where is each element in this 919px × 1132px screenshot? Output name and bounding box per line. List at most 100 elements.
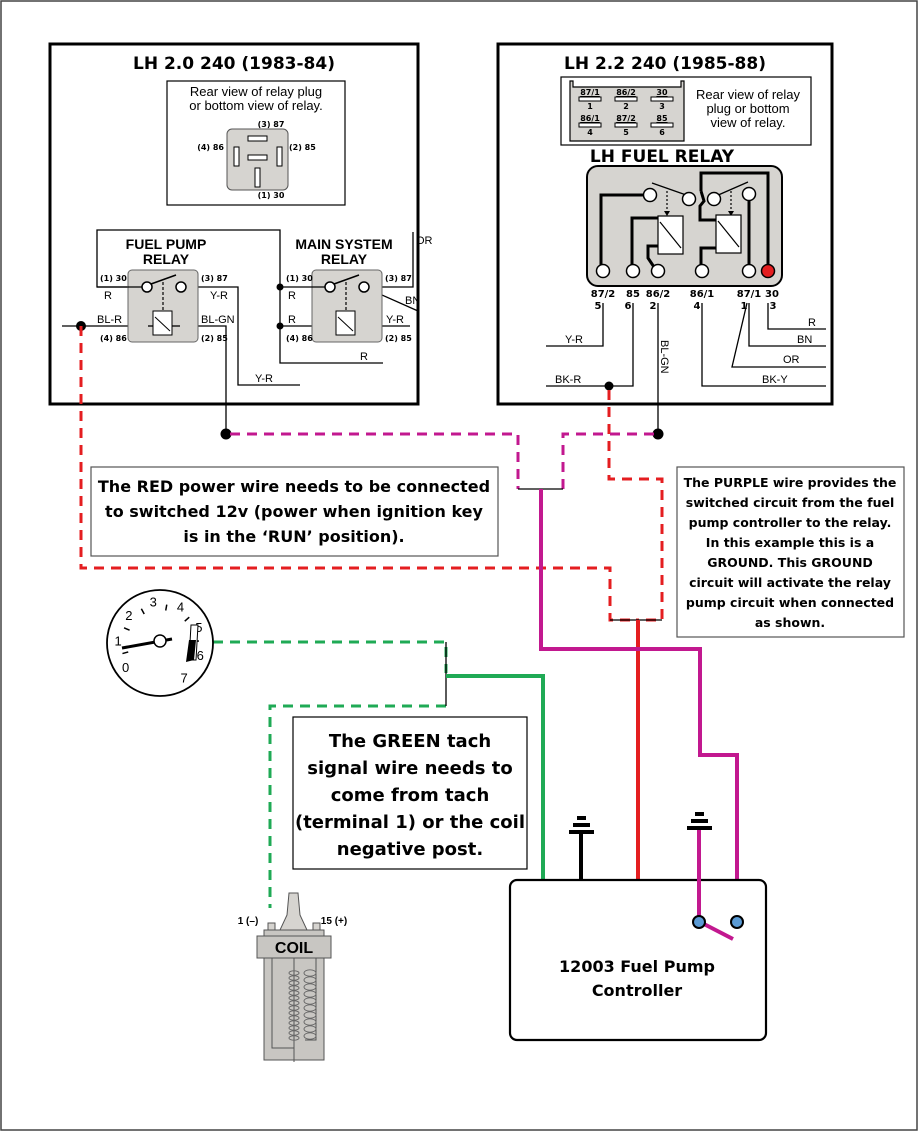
lh22-plug-pin-number: 2	[623, 102, 629, 111]
lh-fuel-relay-internal	[599, 171, 770, 271]
lh22-wire-pin3: R	[808, 317, 816, 329]
tachometer-tick	[184, 616, 190, 622]
lh22-plug-pin-name: 30	[656, 88, 668, 97]
fuel-pump-relay-wire-86: BL-R	[97, 314, 122, 326]
green-callout-line-5: negative post.	[337, 839, 483, 860]
green-callout-box	[292, 716, 528, 870]
lh-fuel-relay-terminal-name: 86/1	[690, 289, 715, 300]
lh-fuel-relay-terminal	[760, 263, 776, 279]
lh20-plug-pin-center	[247, 154, 268, 161]
coil-secondary-winding	[303, 976, 317, 984]
tachometer-tick	[122, 651, 129, 655]
lh-fuel-relay-terminal-name: 87/1	[737, 289, 762, 300]
coil-primary-winding	[288, 1020, 300, 1026]
lh-fuel-relay-title: LH FUEL RELAY	[590, 147, 735, 167]
fuel-pump-relay-wire-87: Y-R	[210, 290, 228, 302]
lh-fuel-relay-switch-2	[715, 181, 749, 197]
fuel-pump-relay-switch	[150, 274, 177, 285]
fuel-pump-relay-contact-30	[141, 281, 153, 293]
lh22-wires	[546, 302, 826, 432]
green-callout-line-3: come from tach	[331, 785, 490, 806]
coil-primary-winding	[288, 1010, 300, 1016]
green-wire	[446, 674, 545, 882]
coil-primary-winding	[288, 970, 300, 976]
tachometer-tick	[140, 608, 145, 615]
fuel-pump-relay-pin-87: (3) 87	[201, 274, 228, 283]
lh22-wire-pin4: BK-Y	[762, 374, 788, 386]
purple-wire	[539, 489, 739, 918]
coil-secondary-winding	[303, 1025, 317, 1033]
lh-fuel-relay-terminal	[694, 263, 710, 279]
coil-primary-winding	[288, 980, 300, 986]
coil-secondary-winding	[303, 1004, 317, 1012]
coil-secondary-winding	[303, 1018, 317, 1026]
main-system-relay-pin-85: (2) 85	[385, 334, 412, 343]
lh22-plug-pin-name: 86/1	[580, 114, 600, 123]
coil-primary-winding	[288, 1035, 300, 1041]
coil-windings	[288, 969, 317, 1041]
main-system-relay-wire-bn: BN	[405, 295, 420, 307]
lh22-plug-pin-number: 5	[623, 128, 629, 137]
junction-dot	[276, 283, 284, 291]
coil-primary-winding	[288, 1005, 300, 1011]
main-system-relay-wire-30: R	[288, 290, 296, 302]
purple-wire-dashed-lh22	[561, 432, 654, 489]
lh22-plug-note-2: plug or bottom	[706, 101, 789, 116]
green-wire-dashed-coil	[268, 704, 446, 908]
lh22-plug-pin-number: 4	[587, 128, 593, 137]
coil-pin-negative: 1 (–)	[238, 916, 259, 927]
lh20-plug-note-1: Rear view of relay plug	[190, 84, 322, 99]
coil-primary-winding	[288, 995, 300, 1001]
tachometer-label: 4	[177, 599, 184, 614]
ground-icon	[569, 816, 594, 880]
coil-secondary-winding	[303, 969, 317, 977]
fuel-pump-relay-wire-30: R	[104, 290, 112, 302]
main-system-relay-contact-87	[358, 281, 370, 293]
purple-callout-line-6: circuit will activate the relay	[689, 575, 891, 590]
lh22-plug-note-3: view of relay.	[711, 115, 786, 130]
fuel-pump-relay-title-1: FUEL PUMP	[126, 236, 207, 252]
purple-callout-line-4: In this example this is a	[706, 535, 874, 550]
lh-fuel-relay-terminal-number: 4	[694, 301, 701, 312]
coil-primary-winding	[288, 1000, 300, 1006]
lh22-title: LH 2.2 240 (1985-88)	[564, 54, 766, 74]
lh-fuel-relay-terminal	[595, 263, 611, 279]
lh-fuel-relay-contact	[681, 191, 697, 207]
lh20-plug-label-86: (4) 86	[197, 143, 224, 152]
lh22-wire-pin2: BL-GN	[658, 340, 670, 374]
lh20-plug-note-2: or bottom view of relay.	[189, 98, 322, 113]
main-system-relay-title-2: RELAY	[321, 251, 368, 267]
lh22-plug-pin-slot	[614, 122, 638, 128]
ground-icon	[687, 812, 712, 830]
lh20-plug-label-30: (1) 30	[258, 191, 285, 200]
lh22-plug-note-1: Rear view of relay	[696, 87, 801, 102]
lh22-plug-pin-number: 6	[659, 128, 665, 137]
main-system-relay-wire-85: Y-R	[386, 314, 404, 326]
controller-label-2: Controller	[592, 981, 682, 1000]
lh-fuel-relay-switch-1	[651, 182, 690, 197]
lh-fuel-relay-terminal-number: 3	[770, 301, 777, 312]
purple-callout-line-5: GROUND. This GROUND	[707, 555, 873, 570]
lh22-plug-pin-slot	[650, 122, 674, 128]
green-callout-line-2: signal wire needs to	[307, 758, 512, 779]
purple-callout-box	[676, 466, 905, 638]
lh-fuel-relay-terminal-number: 6	[625, 301, 632, 312]
coil-primary-winding	[288, 1030, 300, 1036]
fuel-pump-relay-contact-87	[175, 281, 187, 293]
coil-secondary-winding	[303, 1011, 317, 1019]
coil-secondary-winding	[303, 983, 317, 991]
lh22-panel: LH 2.2 240 (1985-88) 87/1186/2230386/148…	[496, 42, 834, 432]
red-callout-line-3: is in the ‘RUN’ position).	[183, 527, 404, 546]
junction-dot	[276, 322, 284, 330]
ignition-coil: COIL 1 (–) 15 (+)	[238, 892, 347, 1062]
fuel-pump-controller: 12003 Fuel Pump Controller	[508, 812, 768, 1042]
coil-primary-winding	[288, 1015, 300, 1021]
fuel-pump-relay-pin-85: (2) 85	[201, 334, 228, 343]
red-callout-line-1: The RED power wire needs to be connected	[98, 477, 490, 496]
lh22-plug-pin-name: 85	[656, 114, 668, 123]
lh22-plug-pin-number: 1	[587, 102, 593, 111]
controller-switch	[701, 921, 734, 941]
lh-fuel-relay-terminal-name: 85	[626, 289, 640, 300]
